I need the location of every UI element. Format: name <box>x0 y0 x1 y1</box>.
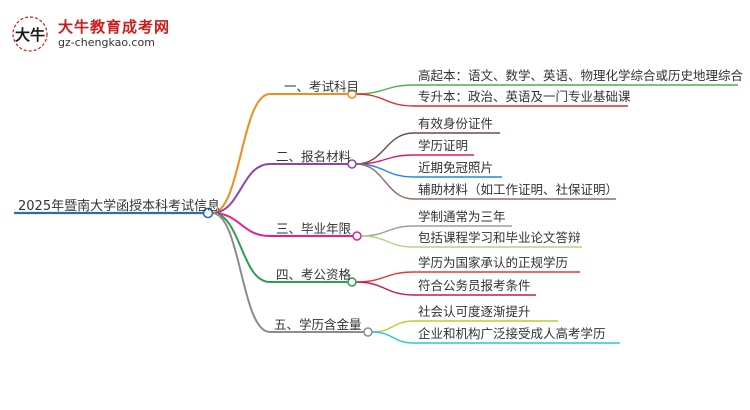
logo-mark-icon: 大牛 <box>12 16 48 52</box>
site-logo[interactable]: 大牛 大牛教育成考网 gz-chengkao.com <box>8 14 198 54</box>
branch-node-circle <box>347 89 357 99</box>
branch-label: 五、学历含金量 <box>274 317 362 332</box>
leaf-edge <box>355 93 415 107</box>
logo-url: gz-chengkao.com <box>58 36 155 49</box>
leaf-label: 有效身份证件 <box>418 116 494 131</box>
mindmap-nodes <box>202 89 373 337</box>
branch-label: 一、考试科目 <box>284 79 360 94</box>
leaf-edge <box>360 235 415 248</box>
mindmap-edges <box>14 84 738 344</box>
branch-node-circle <box>347 159 357 169</box>
leaf-label: 学历为国家承认的正规学历 <box>418 255 569 270</box>
leaf-label: 专升本：政治、英语及一门专业基础课 <box>418 89 631 104</box>
branch-label: 四、考公资格 <box>276 267 352 282</box>
branch-node-circle <box>363 327 373 337</box>
leaf-edge <box>371 331 415 344</box>
branch-label: 二、报名材料 <box>276 149 352 164</box>
leaf-label: 学制通常为三年 <box>418 209 506 224</box>
leaf-edge <box>355 84 415 95</box>
branch-node-circle <box>352 231 362 241</box>
leaf-label: 近期免冠照片 <box>418 160 494 175</box>
leaf-label: 社会认可度逐渐提升 <box>418 304 531 319</box>
leaf-edge <box>355 271 415 283</box>
leaf-label: 高起本：语文、数学、英语、物理化学综合或历史地理综合 <box>418 68 744 83</box>
leaf-label: 包括课程学习和毕业论文答辩 <box>418 230 581 245</box>
branch-edge <box>211 212 271 333</box>
leaf-label: 学历证明 <box>418 138 469 153</box>
branch-edge <box>211 163 271 214</box>
branch-edge <box>211 93 271 214</box>
branch-edge <box>211 212 271 283</box>
leaf-label: 符合公务员报考条件 <box>418 278 531 293</box>
leaf-edge <box>355 281 415 296</box>
leaf-edge <box>371 320 415 333</box>
leaf-edge <box>355 163 415 200</box>
branch-node-circle <box>347 277 357 287</box>
logo-title: 大牛教育成考网 <box>58 18 171 36</box>
root-node-circle <box>202 207 214 219</box>
branch-label: 三、毕业年限 <box>276 221 352 236</box>
leaf-label: 辅助材料（如工作证明、社保证明） <box>418 182 619 197</box>
root-node-label: 2025年暨南大学函授本科考试信息 <box>18 199 221 214</box>
svg-text:大牛: 大牛 <box>15 26 45 44</box>
leaf-edge <box>360 225 415 237</box>
leaf-label: 企业和机构广泛接受成人高考学历 <box>418 326 606 341</box>
